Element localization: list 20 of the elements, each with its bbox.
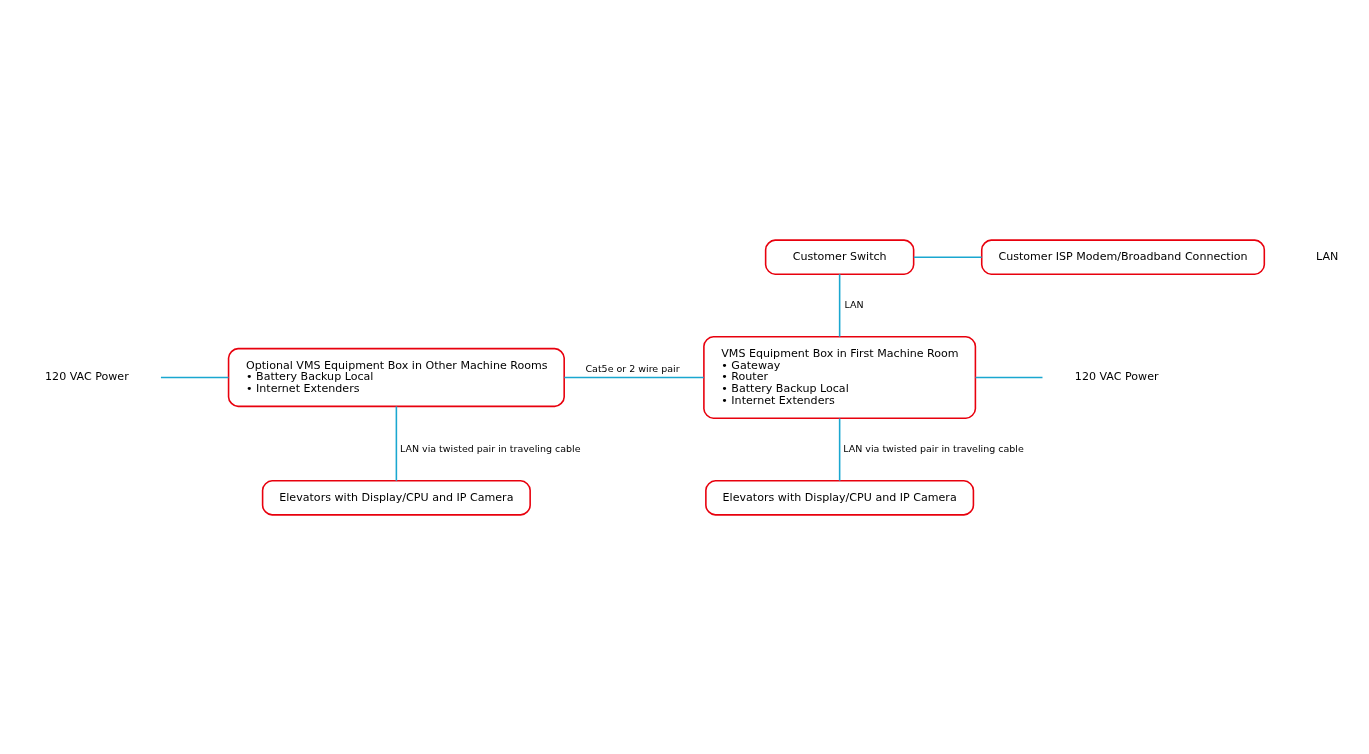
node-box: Elevators with Display/CPU and IP Camera [261, 479, 531, 516]
node-text: 120 VAC Power [45, 369, 129, 383]
connector [838, 417, 841, 481]
node-box: Customer ISP Modem/Broadband Connection [980, 238, 1266, 275]
connector [395, 405, 398, 482]
node-text: 120 VAC Power [1074, 369, 1159, 383]
edge-label: LAN [844, 298, 864, 310]
connector [913, 255, 983, 258]
label: LAN [1316, 249, 1339, 263]
connector [974, 376, 1044, 378]
node-box: Optional VMS Equipment Box in Other Machine Rooms • Battery Backup Local • Internet Extenders [227, 347, 565, 407]
node-box: Customer Switch [764, 238, 915, 275]
edge-label: Cat5e or 2 wire pair [585, 362, 680, 374]
connector [563, 376, 705, 378]
node-box: VMS Equipment Box in First Machine Room • Gateway • Router • Battery Backup Local • Internet Extenders [703, 335, 977, 419]
connector [838, 272, 841, 337]
edge-label: LAN via twisted pair in traveling cable [843, 442, 1024, 454]
node-box: Elevators with Display/CPU and IP Camera [705, 479, 975, 516]
connector [160, 376, 230, 378]
edge-label: LAN via twisted pair in traveling cable [399, 442, 581, 454]
